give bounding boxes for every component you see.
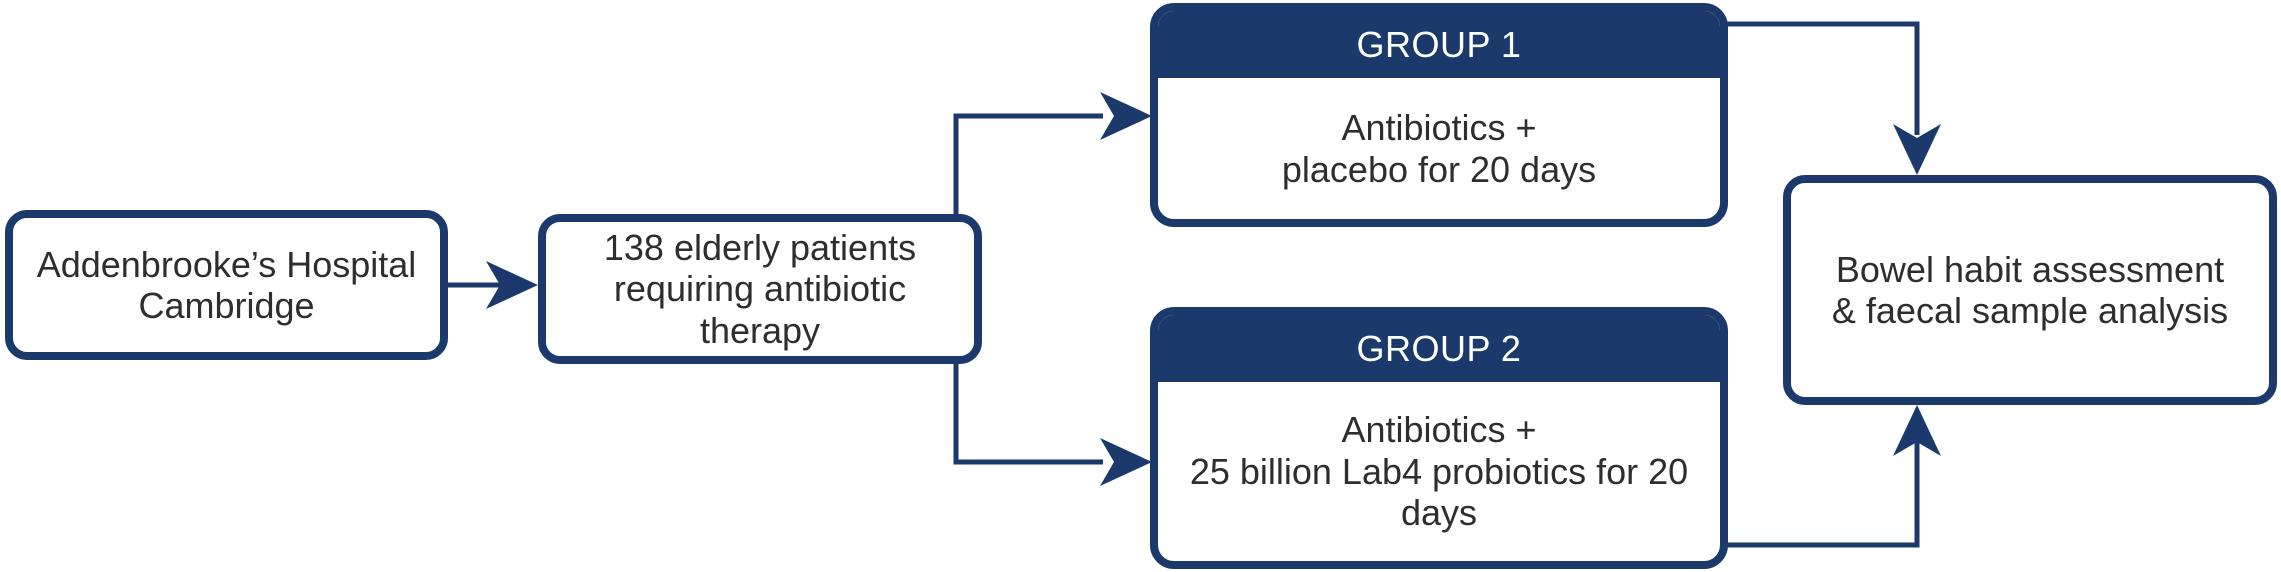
group1-header: GROUP 1 — [1158, 11, 1720, 78]
arrow-patients-to-group2 — [953, 364, 1103, 465]
patients-label: 138 elderly patients requiring antibioti… — [603, 226, 917, 351]
patients-box: 138 elderly patients requiring antibioti… — [538, 214, 982, 364]
arrow-group1-to-outcome — [1727, 21, 1920, 135]
group2-box: GROUP 2 Antibiotics + 25 billion Lab4 pr… — [1150, 307, 1728, 569]
group2-text: Antibiotics + 25 billion Lab4 probiotics… — [1189, 409, 1689, 534]
outcome-label: Bowel habit assessment & faecal sample a… — [1831, 248, 2229, 331]
arrow-group2-to-outcome — [1727, 442, 1920, 548]
arrowhead-patients — [486, 261, 538, 309]
group1-box: GROUP 1 Antibiotics + placebo for 20 day… — [1150, 3, 1728, 227]
arrowhead-outcome-top — [1893, 124, 1941, 175]
arrow-patients-to-group1 — [953, 113, 1103, 214]
hospital-label: Addenbrooke’s Hospital Cambridge — [36, 243, 417, 326]
hospital-box: Addenbrooke’s Hospital Cambridge — [5, 210, 448, 360]
arrowhead-group1 — [1100, 92, 1152, 140]
group2-header: GROUP 2 — [1158, 315, 1720, 382]
arrowhead-outcome-bottom — [1893, 405, 1941, 456]
arrowhead-group2 — [1100, 438, 1152, 486]
group1-text: Antibiotics + placebo for 20 days — [1281, 107, 1597, 190]
outcome-box: Bowel habit assessment & faecal sample a… — [1783, 175, 2277, 405]
